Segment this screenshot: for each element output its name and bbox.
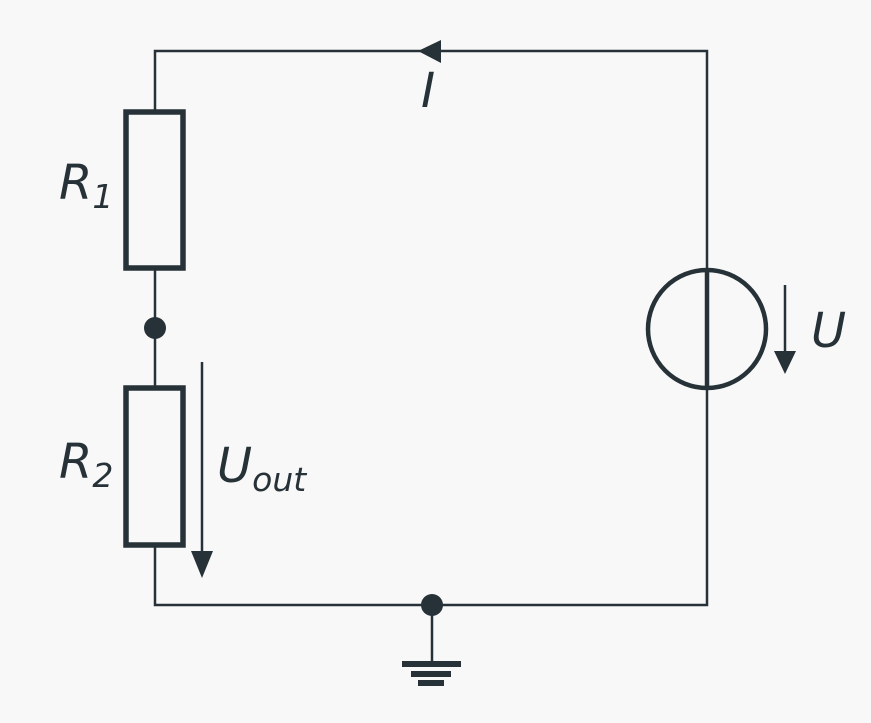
- source-voltage-label: U: [811, 303, 846, 359]
- source-voltage-label-main: U: [811, 303, 846, 359]
- resistor-r1-label: R1: [59, 155, 113, 216]
- current-label-main: I: [421, 63, 435, 119]
- resistor-r2-label-main: R: [59, 434, 92, 490]
- output-node-junction-dot: [144, 317, 166, 339]
- resistor-r2-label-sub: 2: [92, 456, 113, 495]
- resistor-r1-label-main: R: [59, 155, 92, 211]
- output-voltage-label: Uout: [217, 438, 307, 499]
- u-arrow-head-icon: [774, 351, 796, 374]
- resistor-r1-symbol: [123, 109, 186, 271]
- output-voltage-label-main: U: [217, 438, 252, 494]
- circuit-loop-wire: [153, 49, 709, 607]
- uout-arrow-head-icon: [191, 551, 213, 578]
- resistor-r2-label: R2: [59, 434, 113, 495]
- resistor-r2-symbol: [123, 385, 186, 548]
- current-label: I: [421, 63, 435, 119]
- current-arrow-icon: [418, 40, 441, 63]
- ground-symbol: [402, 605, 461, 686]
- resistor-r1-label-sub: 1: [92, 177, 113, 216]
- output-voltage-label-sub: out: [252, 460, 307, 499]
